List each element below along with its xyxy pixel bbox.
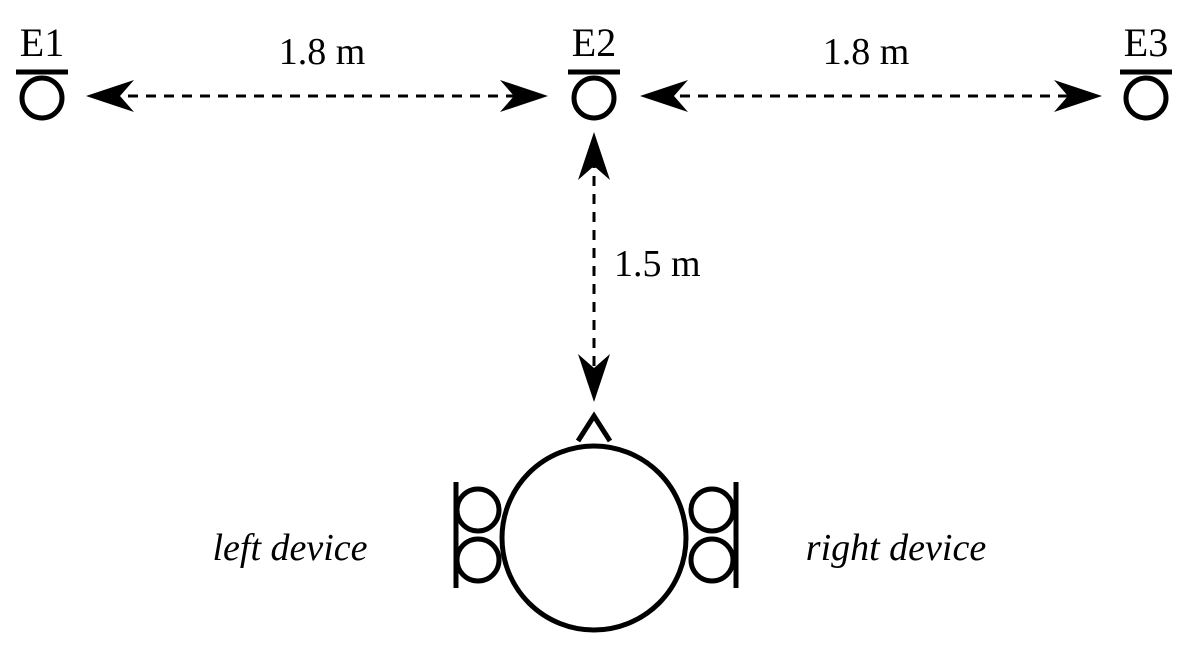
distance-label-e1-e2: 1.8 m — [279, 31, 366, 73]
right-device-icon — [688, 482, 739, 588]
speaker-e3-label: E3 — [1124, 20, 1168, 65]
arrowhead-up-icon — [578, 132, 610, 180]
distance-label-e2-e3: 1.8 m — [823, 31, 910, 73]
speaker-e2-icon — [571, 75, 617, 121]
left-device-label: left device — [212, 527, 367, 569]
listener: left device right device — [212, 411, 987, 633]
arrow-e2-e3: 1.8 m — [640, 31, 1102, 112]
speaker-e1-label: E1 — [20, 20, 64, 65]
speaker-e1-icon — [19, 75, 65, 121]
left-device-icon — [453, 482, 502, 588]
arrow-e1-e2: 1.8 m — [86, 31, 548, 112]
speaker-e3: E3 — [1120, 20, 1172, 121]
listener-head-icon — [499, 443, 689, 633]
right-device-label: right device — [806, 527, 987, 569]
arrowhead-right-icon — [500, 80, 548, 112]
arrowhead-left-icon — [640, 80, 688, 112]
arrowhead-left-icon — [86, 80, 134, 112]
arrowhead-right-icon — [1054, 80, 1102, 112]
distance-label-e2-listener: 1.5 m — [614, 243, 701, 285]
arrow-e2-listener: 1.5 m — [578, 132, 701, 402]
arrowhead-down-icon — [578, 354, 610, 402]
speaker-e2-label: E2 — [572, 20, 616, 65]
speaker-e3-icon — [1123, 75, 1169, 121]
nose-icon — [575, 411, 613, 443]
speaker-e1: E1 — [16, 20, 68, 121]
speaker-e2: E2 — [568, 20, 620, 121]
